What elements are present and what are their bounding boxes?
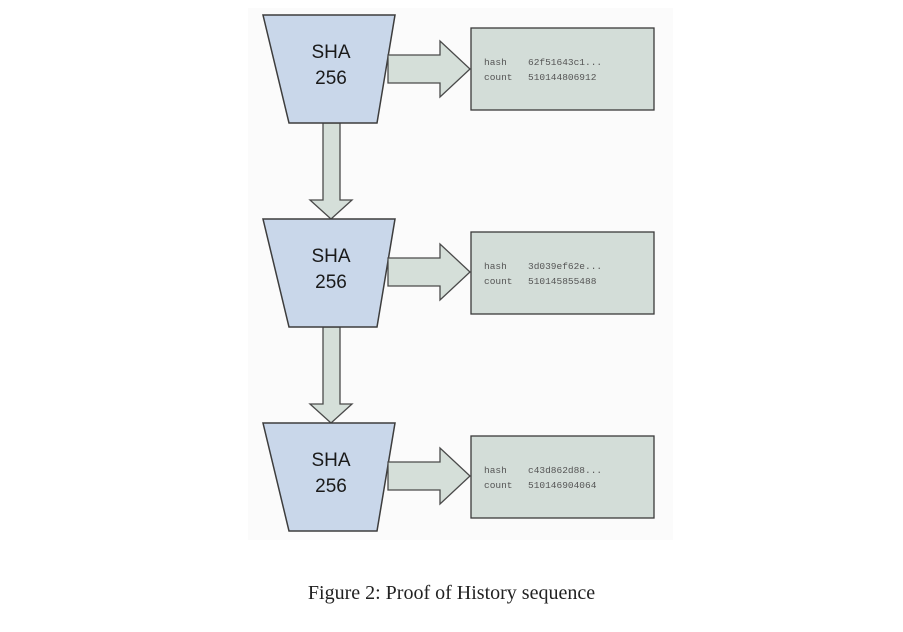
figure-caption: Figure 2: Proof of History sequence xyxy=(307,582,596,604)
sha-label-line2: 256 xyxy=(315,272,347,293)
sha-label-line2: 256 xyxy=(315,476,347,497)
hash-key: hash xyxy=(484,261,507,272)
count-value: 510145855488 xyxy=(528,276,597,287)
hash-key: hash xyxy=(484,57,507,68)
sha256-funnel-3 xyxy=(262,422,396,532)
stage-3: SHA 256 hash c43d862d88... count 5101469… xyxy=(262,422,655,532)
hash-value: 62f51643c1... xyxy=(528,57,602,68)
right-arrow-1 xyxy=(387,39,471,99)
sha-label-line1: SHA xyxy=(311,42,350,63)
right-arrow-2 xyxy=(387,242,471,302)
sha-label-line2: 256 xyxy=(315,68,347,89)
sha-label-line1: SHA xyxy=(311,450,350,471)
hash-key: hash xyxy=(484,465,507,476)
hash-value: 3d039ef62e... xyxy=(528,261,602,272)
sha-label-line1: SHA xyxy=(311,246,350,267)
down-arrow-1 xyxy=(308,122,354,220)
count-key: count xyxy=(484,72,513,83)
right-arrow-3 xyxy=(387,446,471,506)
count-key: count xyxy=(484,276,513,287)
count-value: 510144806912 xyxy=(528,72,597,83)
hash-box-3 xyxy=(470,435,655,519)
count-value: 510146904064 xyxy=(528,480,597,491)
count-key: count xyxy=(484,480,513,491)
stage-2: SHA 256 hash 3d039ef62e... count 5101458… xyxy=(262,218,655,328)
sha256-funnel-1 xyxy=(262,14,396,124)
hash-value: c43d862d88... xyxy=(528,465,602,476)
sha256-funnel-2 xyxy=(262,218,396,328)
down-arrow-2 xyxy=(308,326,354,424)
hash-box-1 xyxy=(470,27,655,111)
hash-box-2 xyxy=(470,231,655,315)
stage-1: SHA 256 hash 62f51643c1... count 5101448… xyxy=(262,14,655,124)
